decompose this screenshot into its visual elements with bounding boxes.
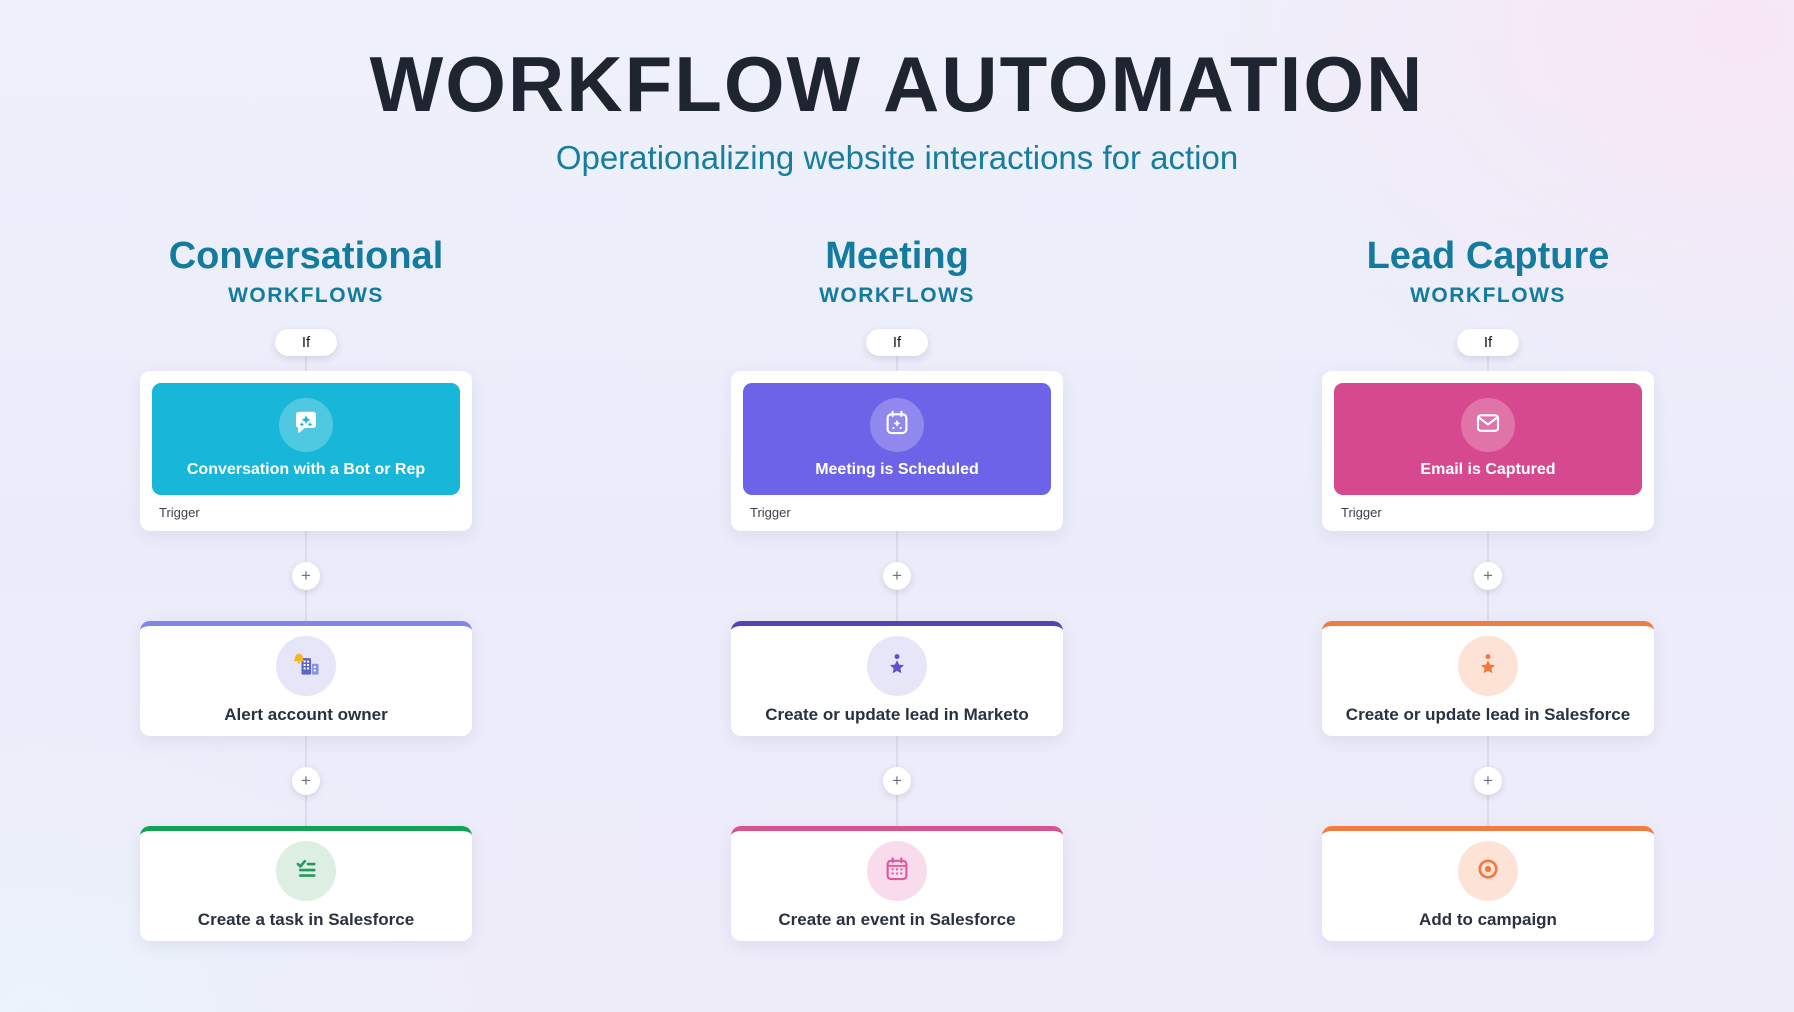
trigger-icon-circle (279, 398, 333, 453)
add-step-button[interactable]: + (292, 766, 320, 795)
add-step-button[interactable]: + (1474, 766, 1502, 795)
buildings-bell-icon (290, 648, 322, 685)
step-card-create-task-salesforce[interactable]: Create a task in Salesforce (140, 825, 472, 941)
column-heading: Meeting (825, 234, 969, 277)
add-step-button[interactable]: + (292, 561, 320, 590)
calendar-sparkles-icon (882, 408, 912, 443)
trigger-card-meeting-scheduled[interactable]: Meeting is Scheduled Trigger (731, 370, 1063, 531)
step-icon-circle (276, 841, 336, 902)
column-meeting: Meeting WORKFLOWS If (731, 235, 1063, 941)
if-condition-pill[interactable]: If (865, 328, 929, 356)
step-label: Add to campaign (1419, 910, 1557, 930)
add-step-button[interactable]: + (883, 561, 911, 590)
trigger-icon-circle (1461, 398, 1515, 453)
step-label: Create an event in Salesforce (778, 910, 1016, 930)
page-title: WORKFLOW AUTOMATION (369, 40, 1425, 128)
if-condition-pill[interactable]: If (1456, 328, 1520, 356)
calendar-dots-icon (882, 854, 912, 889)
page-header: WORKFLOW AUTOMATION Operationalizing web… (0, 0, 1794, 177)
column-subheading: WORKFLOWS (819, 283, 975, 307)
trigger-card-body: Email is Captured (1334, 382, 1642, 495)
trigger-icon-circle (870, 398, 924, 453)
step-label: Create or update lead in Marketo (765, 705, 1029, 725)
page-subtitle: Operationalizing website interactions fo… (555, 138, 1239, 176)
target-icon (1473, 854, 1503, 889)
column-conversational: Conversational WORKFLOWS If Conversation… (140, 235, 472, 941)
step-card-lead-marketo[interactable]: Create or update lead in Marketo (731, 620, 1063, 736)
column-heading: Conversational (168, 234, 444, 277)
trigger-label: Meeting is Scheduled (815, 461, 979, 479)
step-card-add-to-campaign[interactable]: Add to campaign (1322, 825, 1654, 941)
step-icon-circle (867, 636, 927, 697)
step-label: Alert account owner (224, 705, 388, 725)
step-icon-circle (276, 636, 336, 697)
trigger-label: Email is Captured (1420, 461, 1556, 479)
column-lead-capture: Lead Capture WORKFLOWS If Email is Captu… (1322, 235, 1654, 941)
if-condition-pill[interactable]: If (274, 328, 338, 356)
step-card-alert-account-owner[interactable]: Alert account owner (140, 620, 472, 736)
trigger-card-body: Meeting is Scheduled (743, 382, 1051, 495)
trigger-label: Conversation with a Bot or Rep (186, 461, 426, 479)
chat-sparkles-icon (291, 408, 321, 443)
step-label: Create a task in Salesforce (197, 910, 415, 930)
trigger-tag: Trigger (159, 504, 200, 520)
add-step-button[interactable]: + (883, 766, 911, 795)
star-person-icon (882, 649, 912, 684)
column-subheading: WORKFLOWS (228, 283, 384, 307)
trigger-card-conversation[interactable]: Conversation with a Bot or Rep Trigger (140, 370, 472, 531)
trigger-tag: Trigger (1341, 504, 1382, 520)
trigger-card-body: Conversation with a Bot or Rep (152, 382, 460, 495)
column-heading: Lead Capture (1366, 234, 1610, 277)
step-label: Create or update lead in Salesforce (1345, 705, 1631, 725)
trigger-card-email-captured[interactable]: Email is Captured Trigger (1322, 370, 1654, 531)
step-card-create-event-salesforce[interactable]: Create an event in Salesforce (731, 825, 1063, 941)
checklist-icon (291, 854, 321, 889)
envelope-icon (1473, 408, 1503, 443)
star-person-icon (1473, 649, 1503, 684)
column-subheading: WORKFLOWS (1410, 283, 1566, 307)
workflow-board: Conversational WORKFLOWS If Conversation… (0, 235, 1794, 941)
trigger-tag: Trigger (750, 504, 791, 520)
step-icon-circle (867, 841, 927, 902)
step-card-lead-salesforce[interactable]: Create or update lead in Salesforce (1322, 620, 1654, 736)
add-step-button[interactable]: + (1474, 561, 1502, 590)
step-icon-circle (1458, 636, 1518, 697)
step-icon-circle (1458, 841, 1518, 902)
